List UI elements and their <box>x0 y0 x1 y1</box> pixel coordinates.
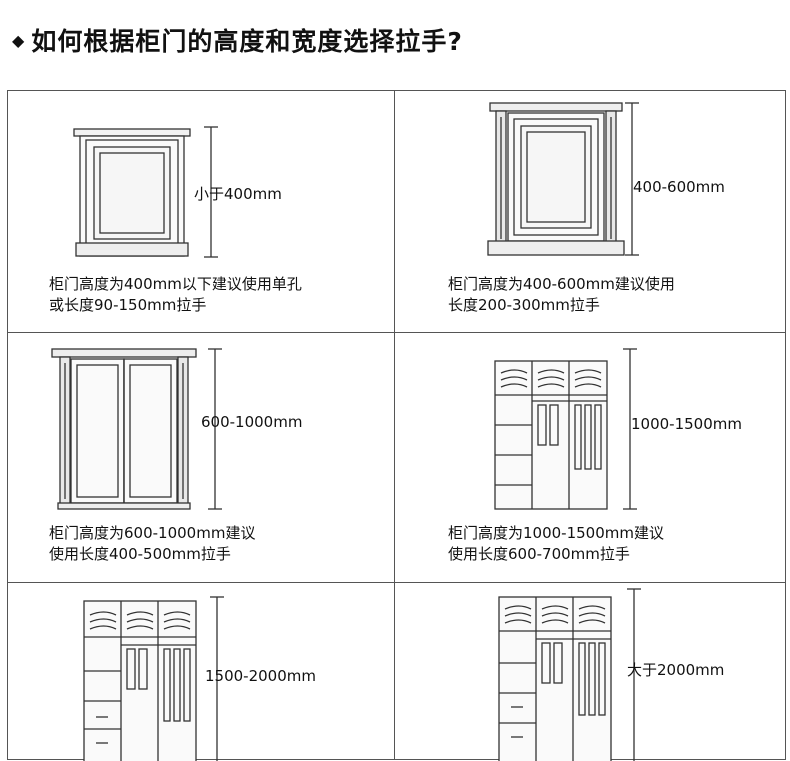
cell-1000-1500: 1000-1500mm 柜门高度为1000-1500mm建议 使用长度600-7… <box>395 333 787 582</box>
diamond-bullet-icon: ◆ <box>12 30 26 50</box>
cell-1500-2000: 1500-2000mm <box>8 583 394 761</box>
grid-divider-row-2 <box>8 582 785 583</box>
pillared-door-cabinet-icon <box>487 102 639 256</box>
height-label: 600-1000mm <box>201 413 303 431</box>
caption: 柜门高度为400mm以下建议使用单孔 或长度90-150mm拉手 <box>49 274 302 316</box>
cell-400-600: 400-600mm 柜门高度为400-600mm建议使用 长度200-300mm… <box>395 91 787 332</box>
cell-over-2000: 大于2000mm <box>395 583 787 761</box>
height-label: 小于400mm <box>194 185 282 203</box>
cell-under-400: 小于400mm 柜门高度为400mm以下建议使用单孔 或长度90-150mm拉手 <box>8 91 394 332</box>
open-wardrobe-icon <box>498 588 641 761</box>
height-label: 1500-2000mm <box>205 667 316 685</box>
cell-600-1000: 600-1000mm 柜门高度为600-1000mm建议 使用长度400-500… <box>8 333 394 582</box>
open-wardrobe-icon <box>494 348 637 510</box>
grid-divider-vertical <box>394 91 395 759</box>
single-door-cabinet-icon <box>73 126 218 258</box>
height-label: 1000-1500mm <box>631 415 742 433</box>
caption-line: 柜门高度为400-600mm建议使用 <box>448 275 675 293</box>
caption-line: 或长度90-150mm拉手 <box>49 296 207 314</box>
double-door-cabinet-icon <box>51 348 222 510</box>
cabinet-height-grid: 小于400mm 柜门高度为400mm以下建议使用单孔 或长度90-150mm拉手 <box>7 90 787 761</box>
caption-line: 柜门高度为600-1000mm建议 <box>49 524 256 542</box>
caption: 柜门高度为600-1000mm建议 使用长度400-500mm拉手 <box>49 523 255 565</box>
caption-line: 柜门高度为1000-1500mm建议 <box>448 524 664 542</box>
caption: 柜门高度为400-600mm建议使用 长度200-300mm拉手 <box>448 274 675 316</box>
grid-divider-row-1 <box>8 332 785 333</box>
page-title: ◆ 如何根据柜门的高度和宽度选择拉手? <box>12 20 463 60</box>
caption-line: 长度200-300mm拉手 <box>448 296 600 314</box>
caption-line: 柜门高度为400mm以下建议使用单孔 <box>49 275 302 293</box>
caption: 柜门高度为1000-1500mm建议 使用长度600-700mm拉手 <box>448 523 664 565</box>
caption-line: 使用长度600-700mm拉手 <box>448 545 630 563</box>
caption-line: 使用长度400-500mm拉手 <box>49 545 231 563</box>
open-wardrobe-icon <box>83 596 224 761</box>
title-text: 如何根据柜门的高度和宽度选择拉手? <box>31 27 463 56</box>
height-label: 400-600mm <box>633 178 725 196</box>
height-label: 大于2000mm <box>627 661 725 679</box>
